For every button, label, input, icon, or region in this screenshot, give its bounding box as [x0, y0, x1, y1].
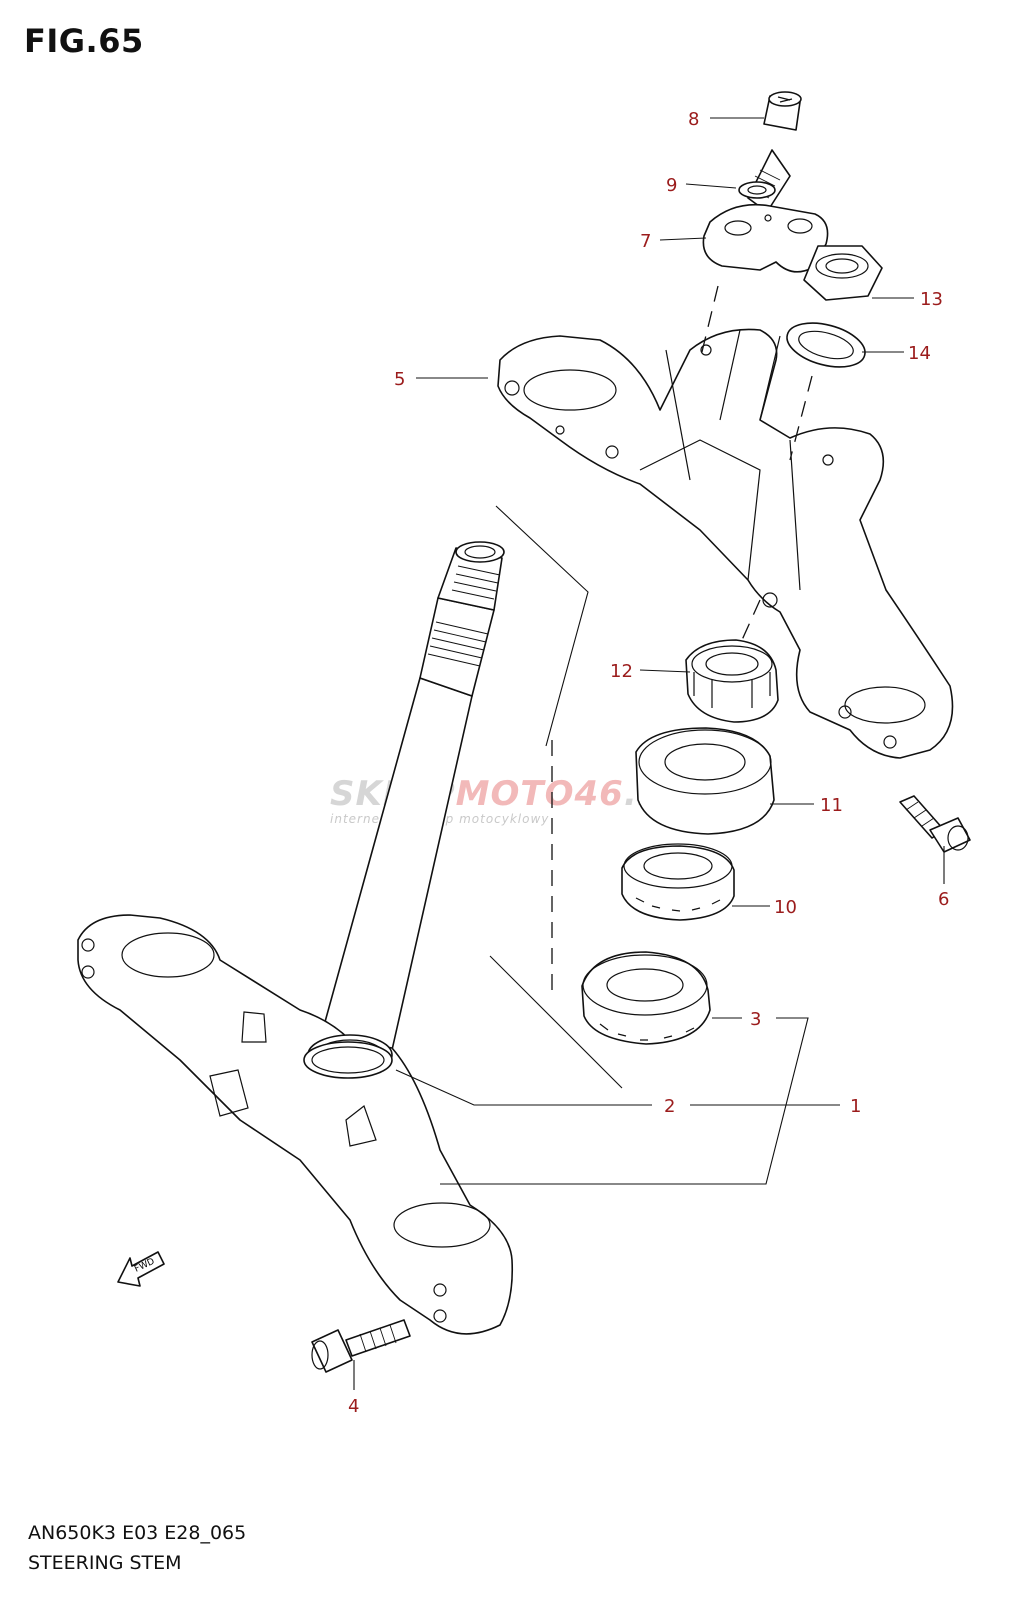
- callout-7: 7: [640, 231, 651, 252]
- part-12-lock-nut: [685, 639, 779, 723]
- part-10-upper-bearing: [621, 843, 735, 921]
- part-6-bolt: [899, 795, 971, 853]
- figure-name: STEERING STEM: [28, 1552, 182, 1574]
- part-11-dust-seal: [635, 727, 775, 835]
- part-2-stem-seal: [303, 1041, 393, 1079]
- callouts: 8 9 7 13 14 5 12 11 10 6 3 2 1 4: [348, 109, 949, 1417]
- callout-9: 9: [666, 175, 677, 196]
- figure-title: FIG.65: [24, 22, 144, 60]
- callout-3: 3: [750, 1009, 761, 1030]
- part-1-steering-stem: [77, 541, 514, 1335]
- part-13-nut: [803, 245, 883, 301]
- alignment-lines: [551, 285, 813, 990]
- part-14-washer: [786, 322, 866, 368]
- part-5-upper-bracket: [497, 328, 954, 759]
- callout-2: 2: [664, 1096, 675, 1117]
- fwd-arrow-icon: FWD: [117, 1251, 165, 1287]
- watermark-brand-b: MOTO46: [456, 774, 624, 814]
- callout-14: 14: [908, 343, 931, 364]
- callout-11: 11: [820, 795, 843, 816]
- callout-5: 5: [394, 369, 405, 390]
- part-7-handlebar-clamp: [702, 203, 829, 273]
- part-3-lower-bearing: [581, 951, 711, 1045]
- callout-1: 1: [850, 1096, 861, 1117]
- figure-code: AN650K3 E03 E28_065: [28, 1522, 247, 1544]
- leader-lines: [353, 117, 945, 1390]
- part-9-washer: [738, 181, 776, 199]
- callout-8: 8: [688, 109, 699, 130]
- callout-10: 10: [774, 897, 797, 918]
- callout-13: 13: [920, 289, 943, 310]
- part-4-bolt: [311, 1319, 411, 1373]
- callout-6: 6: [938, 889, 949, 910]
- callout-12: 12: [610, 661, 633, 682]
- callout-4: 4: [348, 1396, 359, 1417]
